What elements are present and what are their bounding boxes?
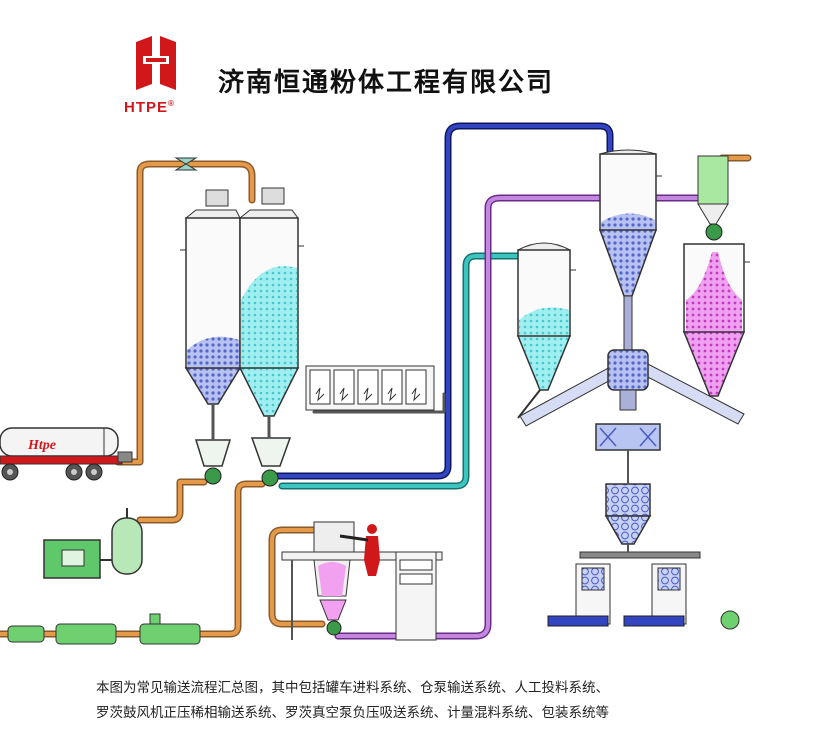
control-cabinets: [305, 365, 435, 411]
company-name: 济南恒通粉体工程有限公司: [218, 68, 555, 98]
manual-feed-station: [281, 521, 443, 641]
pump-under-silos: [194, 404, 292, 487]
htpe-logo: [136, 36, 176, 90]
silo-blue-right: [598, 149, 662, 351]
caption-line-2: 罗茨鼓风机正压稀相输送系统、罗茨真空泵负压吸送系统、计量混料系统、包装系统等: [96, 705, 609, 721]
tanker-truck: [0, 427, 133, 481]
silo-cyan-right: [516, 242, 576, 391]
silo-cyan: [238, 187, 304, 417]
registered-mark: ®: [168, 99, 175, 108]
logo-text: HTPE®: [124, 99, 175, 116]
air-compressor: [43, 539, 112, 579]
packaging-units: [547, 544, 740, 630]
logo-wordmark: HTPE: [124, 99, 169, 116]
air-tank: [111, 508, 143, 575]
top-valve-icon: [174, 157, 198, 171]
truck-label: Htpe: [28, 438, 56, 453]
operator-figure: [339, 524, 380, 576]
roots-blowers: [7, 613, 201, 645]
silo-blue: [180, 189, 246, 405]
caption-line-1: 本图为常见输送流程汇总图，其中包括罐车进料系统、仓泵输送系统、人工投料系统、: [96, 680, 609, 696]
silo-magenta-right: [682, 155, 750, 397]
mixing-hub: [517, 349, 745, 545]
